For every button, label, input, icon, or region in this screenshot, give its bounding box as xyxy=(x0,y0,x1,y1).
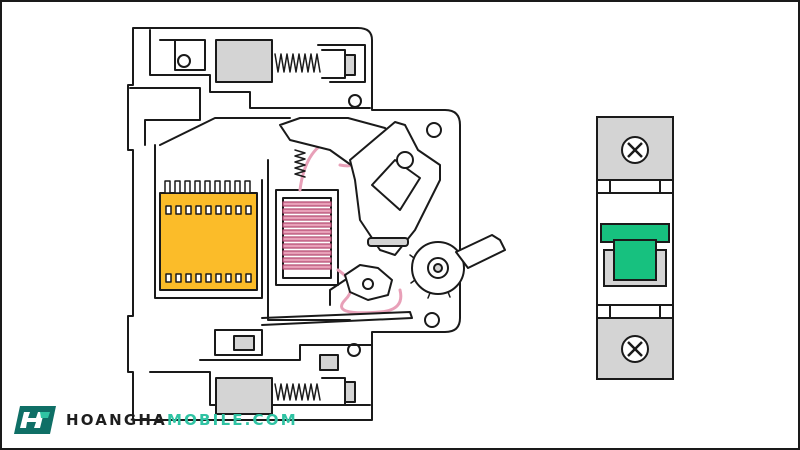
housing-top-inner xyxy=(159,39,206,71)
handle-teeth xyxy=(409,254,451,299)
brand-logo[interactable]: HOANGHAMOBILE.COM xyxy=(10,402,298,438)
lever-pin xyxy=(367,237,409,247)
arc-chute-slots-upper xyxy=(165,205,252,215)
right-mount-hole-top xyxy=(426,122,442,138)
moving-contact-bar xyxy=(261,311,413,326)
toggle-stem xyxy=(613,239,657,281)
breaker-front-view xyxy=(596,116,674,380)
contact-linkage xyxy=(344,264,393,301)
trip-lever-inner xyxy=(371,159,421,211)
trip-lever xyxy=(349,121,441,256)
lever-pivot xyxy=(396,151,414,169)
bottom-housing-step xyxy=(149,371,371,406)
arc-chute-plates-top xyxy=(164,180,251,194)
screw-terminal-icon xyxy=(621,136,649,164)
conductor-frame-right xyxy=(267,159,351,321)
arc-chute-slots-lower xyxy=(165,273,252,283)
bottom-terminal-spring xyxy=(274,383,321,401)
contact-pivot xyxy=(362,278,374,290)
bottom-inner-channel xyxy=(214,329,263,356)
top-terminal-bracket xyxy=(317,44,366,83)
conductor-frame-left xyxy=(154,144,263,299)
top-mount-hole-2 xyxy=(348,94,362,108)
handle-toggle-arm xyxy=(455,234,506,269)
coil-top-spring xyxy=(294,149,306,178)
housing-shoulder xyxy=(159,117,291,146)
bottom-contact-block xyxy=(233,335,255,351)
bottom-terminal-clamp xyxy=(215,377,273,415)
screw-terminal-icon-bottom xyxy=(621,335,649,363)
top-mount-hole xyxy=(177,54,191,68)
solenoid-coil-windings xyxy=(282,201,332,270)
bottom-side-block xyxy=(319,354,339,371)
bottom-terminal-screw-head xyxy=(344,381,356,403)
solenoid-coil-frame xyxy=(275,189,339,286)
brand-wordmark: HOANGHAMOBILE.COM xyxy=(66,411,298,429)
top-terminal-clamp xyxy=(215,39,273,83)
housing-top-ledge xyxy=(149,29,371,109)
top-terminal-screw-head xyxy=(344,54,356,76)
bottom-housing-ledge xyxy=(199,344,373,361)
housing-top-channel xyxy=(129,87,201,146)
logo-mark-icon xyxy=(14,406,56,434)
right-mount-hole-bottom xyxy=(424,312,440,328)
top-terminal-spring xyxy=(274,53,321,73)
contact-linkage-arm xyxy=(329,279,346,306)
handle-rotor-hub xyxy=(433,263,443,273)
